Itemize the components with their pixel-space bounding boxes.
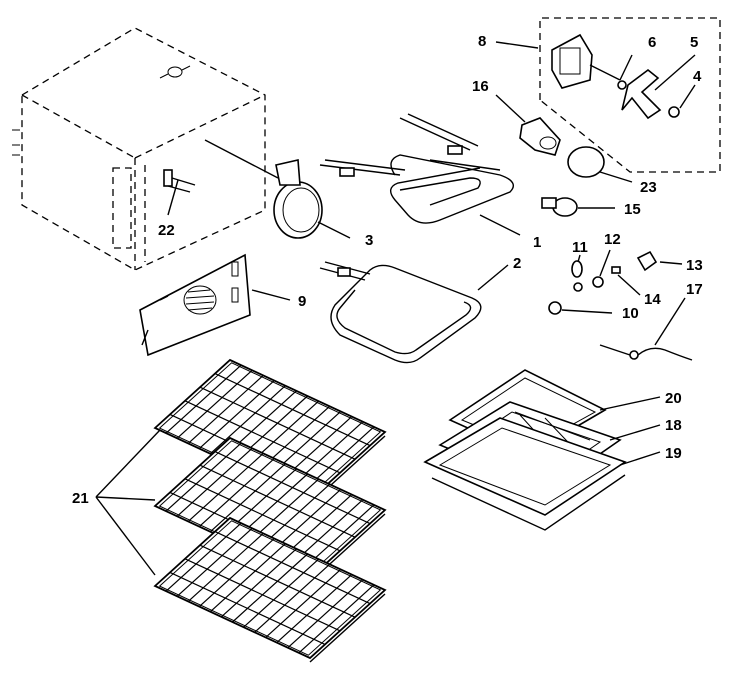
callout-23: 23 bbox=[640, 179, 657, 196]
callout-15: 15 bbox=[624, 201, 641, 218]
small-hardware bbox=[548, 249, 683, 315]
fan-motor-group bbox=[495, 17, 721, 173]
callout-11: 11 bbox=[572, 239, 588, 256]
part-15-bulb bbox=[541, 197, 615, 217]
part-9-panel bbox=[139, 253, 291, 357]
callout-3: 3 bbox=[365, 232, 373, 249]
part-16-lamp-socket bbox=[495, 94, 561, 156]
callout-13: 13 bbox=[686, 257, 703, 274]
callout-17: 17 bbox=[686, 281, 703, 298]
oven-cavity bbox=[12, 27, 266, 271]
callout-10: 10 bbox=[622, 305, 639, 322]
callout-4: 4 bbox=[693, 68, 702, 85]
part-3-fan-ring bbox=[204, 139, 351, 239]
oven-racks bbox=[95, 358, 387, 663]
callout-14: 14 bbox=[644, 291, 661, 308]
callout-1: 1 bbox=[533, 234, 541, 251]
part-2-bake-element bbox=[319, 261, 509, 364]
callout-6: 6 bbox=[648, 34, 656, 51]
part-17-meat-probe bbox=[599, 297, 693, 361]
callout-21: 21 bbox=[72, 490, 89, 507]
callout-labels: 1 2 3 4 5 6 8 9 10 11 12 13 14 15 16 17 … bbox=[72, 33, 703, 507]
callout-8: 8 bbox=[478, 33, 486, 50]
callout-5: 5 bbox=[690, 34, 698, 51]
callout-2: 2 bbox=[513, 255, 521, 272]
callout-18: 18 bbox=[665, 417, 682, 434]
callout-12: 12 bbox=[604, 231, 621, 248]
callout-16: 16 bbox=[472, 78, 489, 95]
part-1-broil-element bbox=[319, 113, 521, 236]
callout-22: 22 bbox=[158, 222, 175, 239]
callout-9: 9 bbox=[298, 293, 306, 310]
callout-19: 19 bbox=[665, 445, 682, 462]
part-22-bracket bbox=[163, 169, 196, 216]
part-23-lamp-lens bbox=[567, 146, 633, 183]
rack-3 bbox=[153, 516, 387, 663]
callout-20: 20 bbox=[665, 390, 682, 407]
broiler-pan-group bbox=[423, 369, 661, 531]
